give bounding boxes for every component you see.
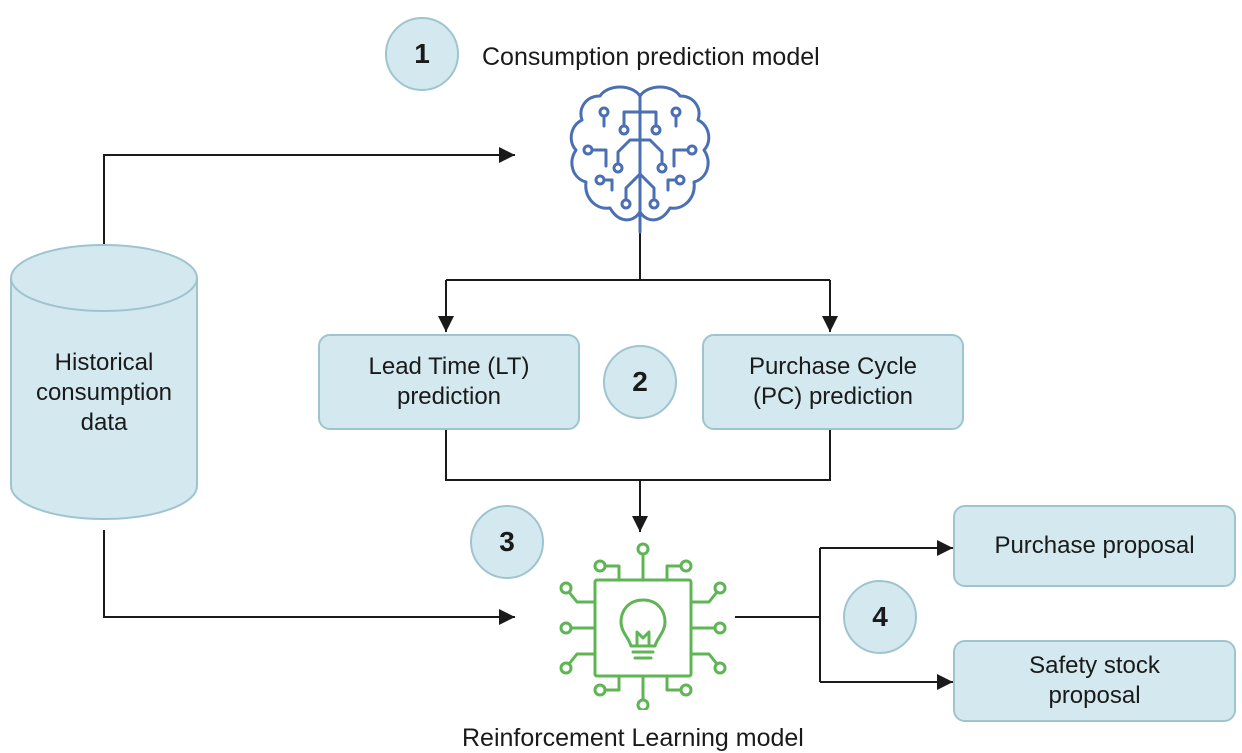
purchase-proposal-label: Purchase proposal [994, 532, 1195, 559]
step-1-badge: 1 [385, 17, 459, 91]
consumption-model-label: Consumption prediction model [482, 43, 820, 71]
step-2-badge: 2 [603, 345, 677, 419]
arrow-db-to-rl [103, 530, 515, 625]
safety-stock-proposal-box: Safety stock proposal [953, 640, 1236, 722]
step-3-badge: 3 [470, 505, 544, 579]
lightbulb-chip-icon [559, 542, 727, 710]
arrow-db-to-consumption [103, 147, 515, 245]
purchase-cycle-label: Purchase Cycle (PC) prediction [748, 353, 918, 410]
safety-stock-label: Safety stock proposal [1029, 652, 1160, 709]
step-4-badge: 4 [843, 580, 917, 654]
database-label: Historical consumption data [35, 349, 173, 436]
rl-model-label: Reinforcement Learning model [462, 724, 804, 752]
merge-line [445, 430, 831, 481]
purchase-proposal-box: Purchase proposal [953, 505, 1236, 587]
purchase-cycle-prediction-box: Purchase Cycle (PC) prediction [702, 334, 964, 430]
brain-circuit-icon [569, 85, 711, 234]
lead-time-label: Lead Time (LT) prediction [368, 353, 530, 410]
lead-time-prediction-box: Lead Time (LT) prediction [318, 334, 580, 430]
database-cylinder [10, 244, 198, 520]
